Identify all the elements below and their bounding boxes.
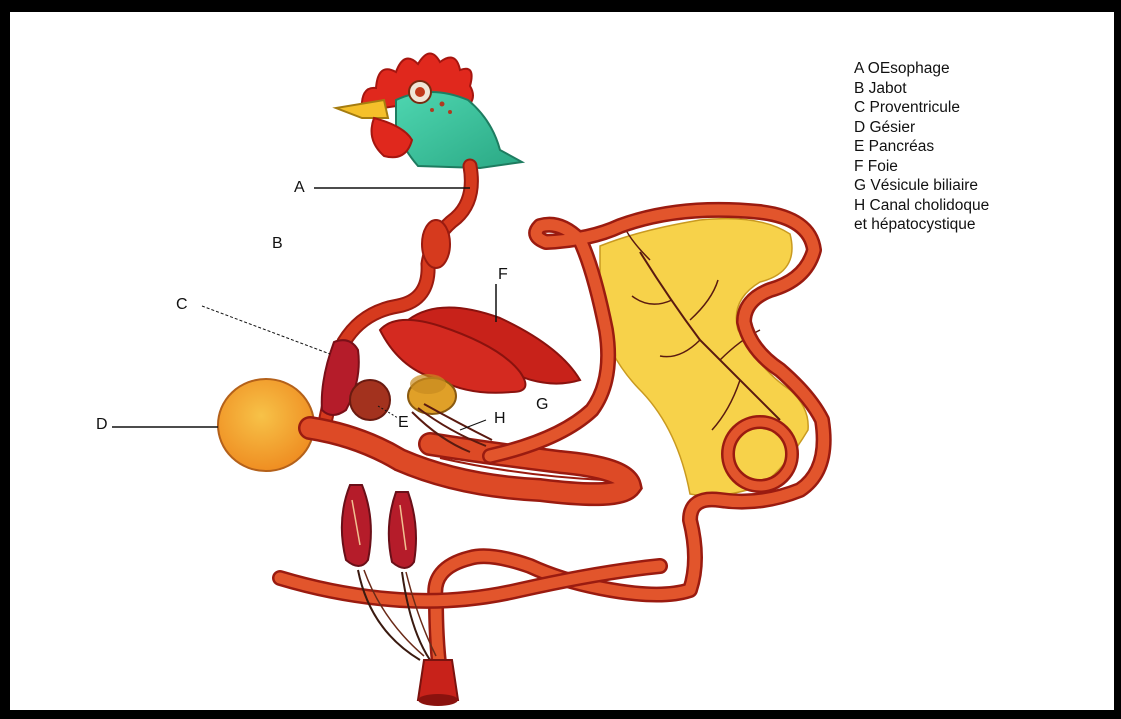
mesentery	[600, 219, 808, 496]
legend-item: G Vésicule biliaire	[854, 176, 989, 196]
label-a: A	[294, 180, 305, 196]
label-g: G	[536, 397, 548, 413]
label-e: E	[398, 415, 409, 431]
diagram-frame: A B C D E F G H A OEsophage B Jabot C Pr…	[10, 12, 1114, 710]
legend-item: H Canal cholidoque	[854, 196, 989, 216]
label-d: D	[96, 417, 108, 433]
pancreas-lobe	[350, 380, 390, 420]
caeca	[342, 485, 436, 660]
label-h: H	[494, 411, 506, 427]
legend-item: B Jabot	[854, 79, 989, 99]
label-c: C	[176, 297, 188, 313]
head-skin	[396, 92, 522, 168]
legend-item: E Pancréas	[854, 137, 989, 157]
legend-item: F Foie	[854, 157, 989, 177]
chicken-head	[336, 53, 522, 168]
label-f: F	[498, 267, 508, 283]
leader-c	[202, 306, 330, 354]
legend: A OEsophage B Jabot C Proventricule D Gé…	[854, 59, 989, 235]
label-b: B	[272, 236, 283, 252]
legend-item: C Proventricule	[854, 98, 989, 118]
legend-item: et hépatocystique	[854, 215, 989, 235]
beak	[336, 100, 388, 118]
legend-item: A OEsophage	[854, 59, 989, 79]
liver	[380, 307, 580, 414]
crop	[422, 220, 450, 268]
legend-item: D Gésier	[854, 118, 989, 138]
